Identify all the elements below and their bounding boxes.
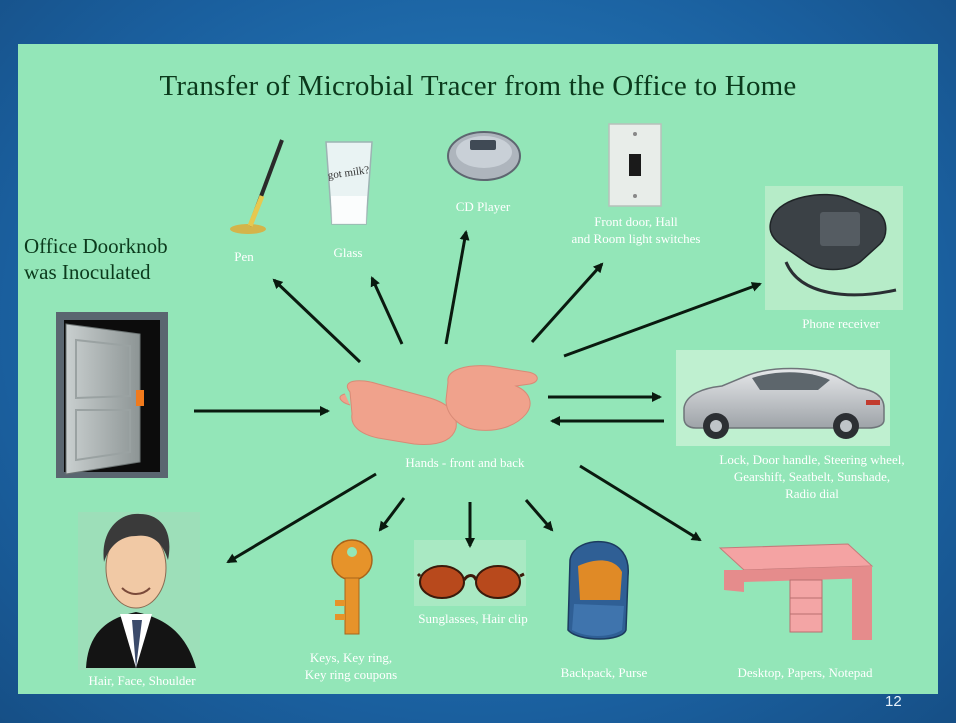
label-keys-line-2: Key ring coupons <box>304 667 398 682</box>
glass-icon: got milk? <box>325 141 373 225</box>
face-icon <box>78 512 200 670</box>
key-icon <box>331 539 373 635</box>
arrow-to-keys <box>378 497 406 532</box>
label-car-line-3: Radio dial <box>785 486 839 501</box>
source-label: Office Doorknob was Inoculated <box>24 233 168 285</box>
transfer-arrows <box>194 230 762 564</box>
desk-icon <box>718 543 874 640</box>
slide-title: Transfer of Microbial Tracer from the Of… <box>159 70 797 102</box>
phone-icon <box>765 186 903 310</box>
label-backpack: Backpack, Purse <box>560 665 648 680</box>
sunglasses-icon <box>414 540 526 606</box>
page-number: 12 <box>885 693 902 710</box>
car-icon <box>676 350 890 446</box>
label-light-switch-line-2: and Room light switches <box>571 231 701 246</box>
label-glass: Glass <box>333 245 363 260</box>
pen-icon <box>230 139 284 234</box>
glass-text: got milk? <box>327 164 370 182</box>
arrow-to-cd-player <box>444 230 470 345</box>
arrow-to-backpack <box>524 499 554 532</box>
label-keys: Keys, Key ring, Key ring coupons <box>276 649 426 683</box>
cd-player-icon <box>447 131 521 181</box>
arrow-to-desk <box>579 464 702 542</box>
arrow-to-pen <box>272 278 362 364</box>
label-car-line-1: Lock, Door handle, Steering wheel, <box>719 452 905 467</box>
label-car-line-2: Gearshift, Seatbelt, Sunshade, <box>733 469 891 484</box>
source-label-line-1: Office Doorknob <box>24 234 168 258</box>
arrow-to-phone <box>563 282 762 358</box>
source-label-line-2: was Inoculated <box>24 260 151 284</box>
door-icon <box>56 312 168 478</box>
label-face: Hair, Face, Shoulder <box>88 673 196 688</box>
label-desk: Desktop, Papers, Notepad <box>737 665 873 680</box>
label-cd-player: CD Player <box>455 199 511 214</box>
hands-icon <box>339 365 538 445</box>
label-hands: Hands - front and back <box>405 455 525 470</box>
label-light-switch: Front door, Hall and Room light switches <box>548 213 724 247</box>
light-switch-icon <box>608 123 662 207</box>
label-sunglasses: Sunglasses, Hair clip <box>418 611 528 626</box>
label-light-switch-line-1: Front door, Hall <box>594 214 678 229</box>
label-pen: Pen <box>234 249 254 264</box>
arrow-to-light-switch <box>530 262 604 344</box>
arrow-to-glass <box>370 276 404 345</box>
arrow-to-face <box>226 472 377 564</box>
backpack-icon <box>567 540 629 640</box>
label-keys-line-1: Keys, Key ring, <box>309 650 393 665</box>
label-car: Lock, Door handle, Steering wheel, Gears… <box>692 451 932 502</box>
label-phone: Phone receiver <box>802 316 880 331</box>
